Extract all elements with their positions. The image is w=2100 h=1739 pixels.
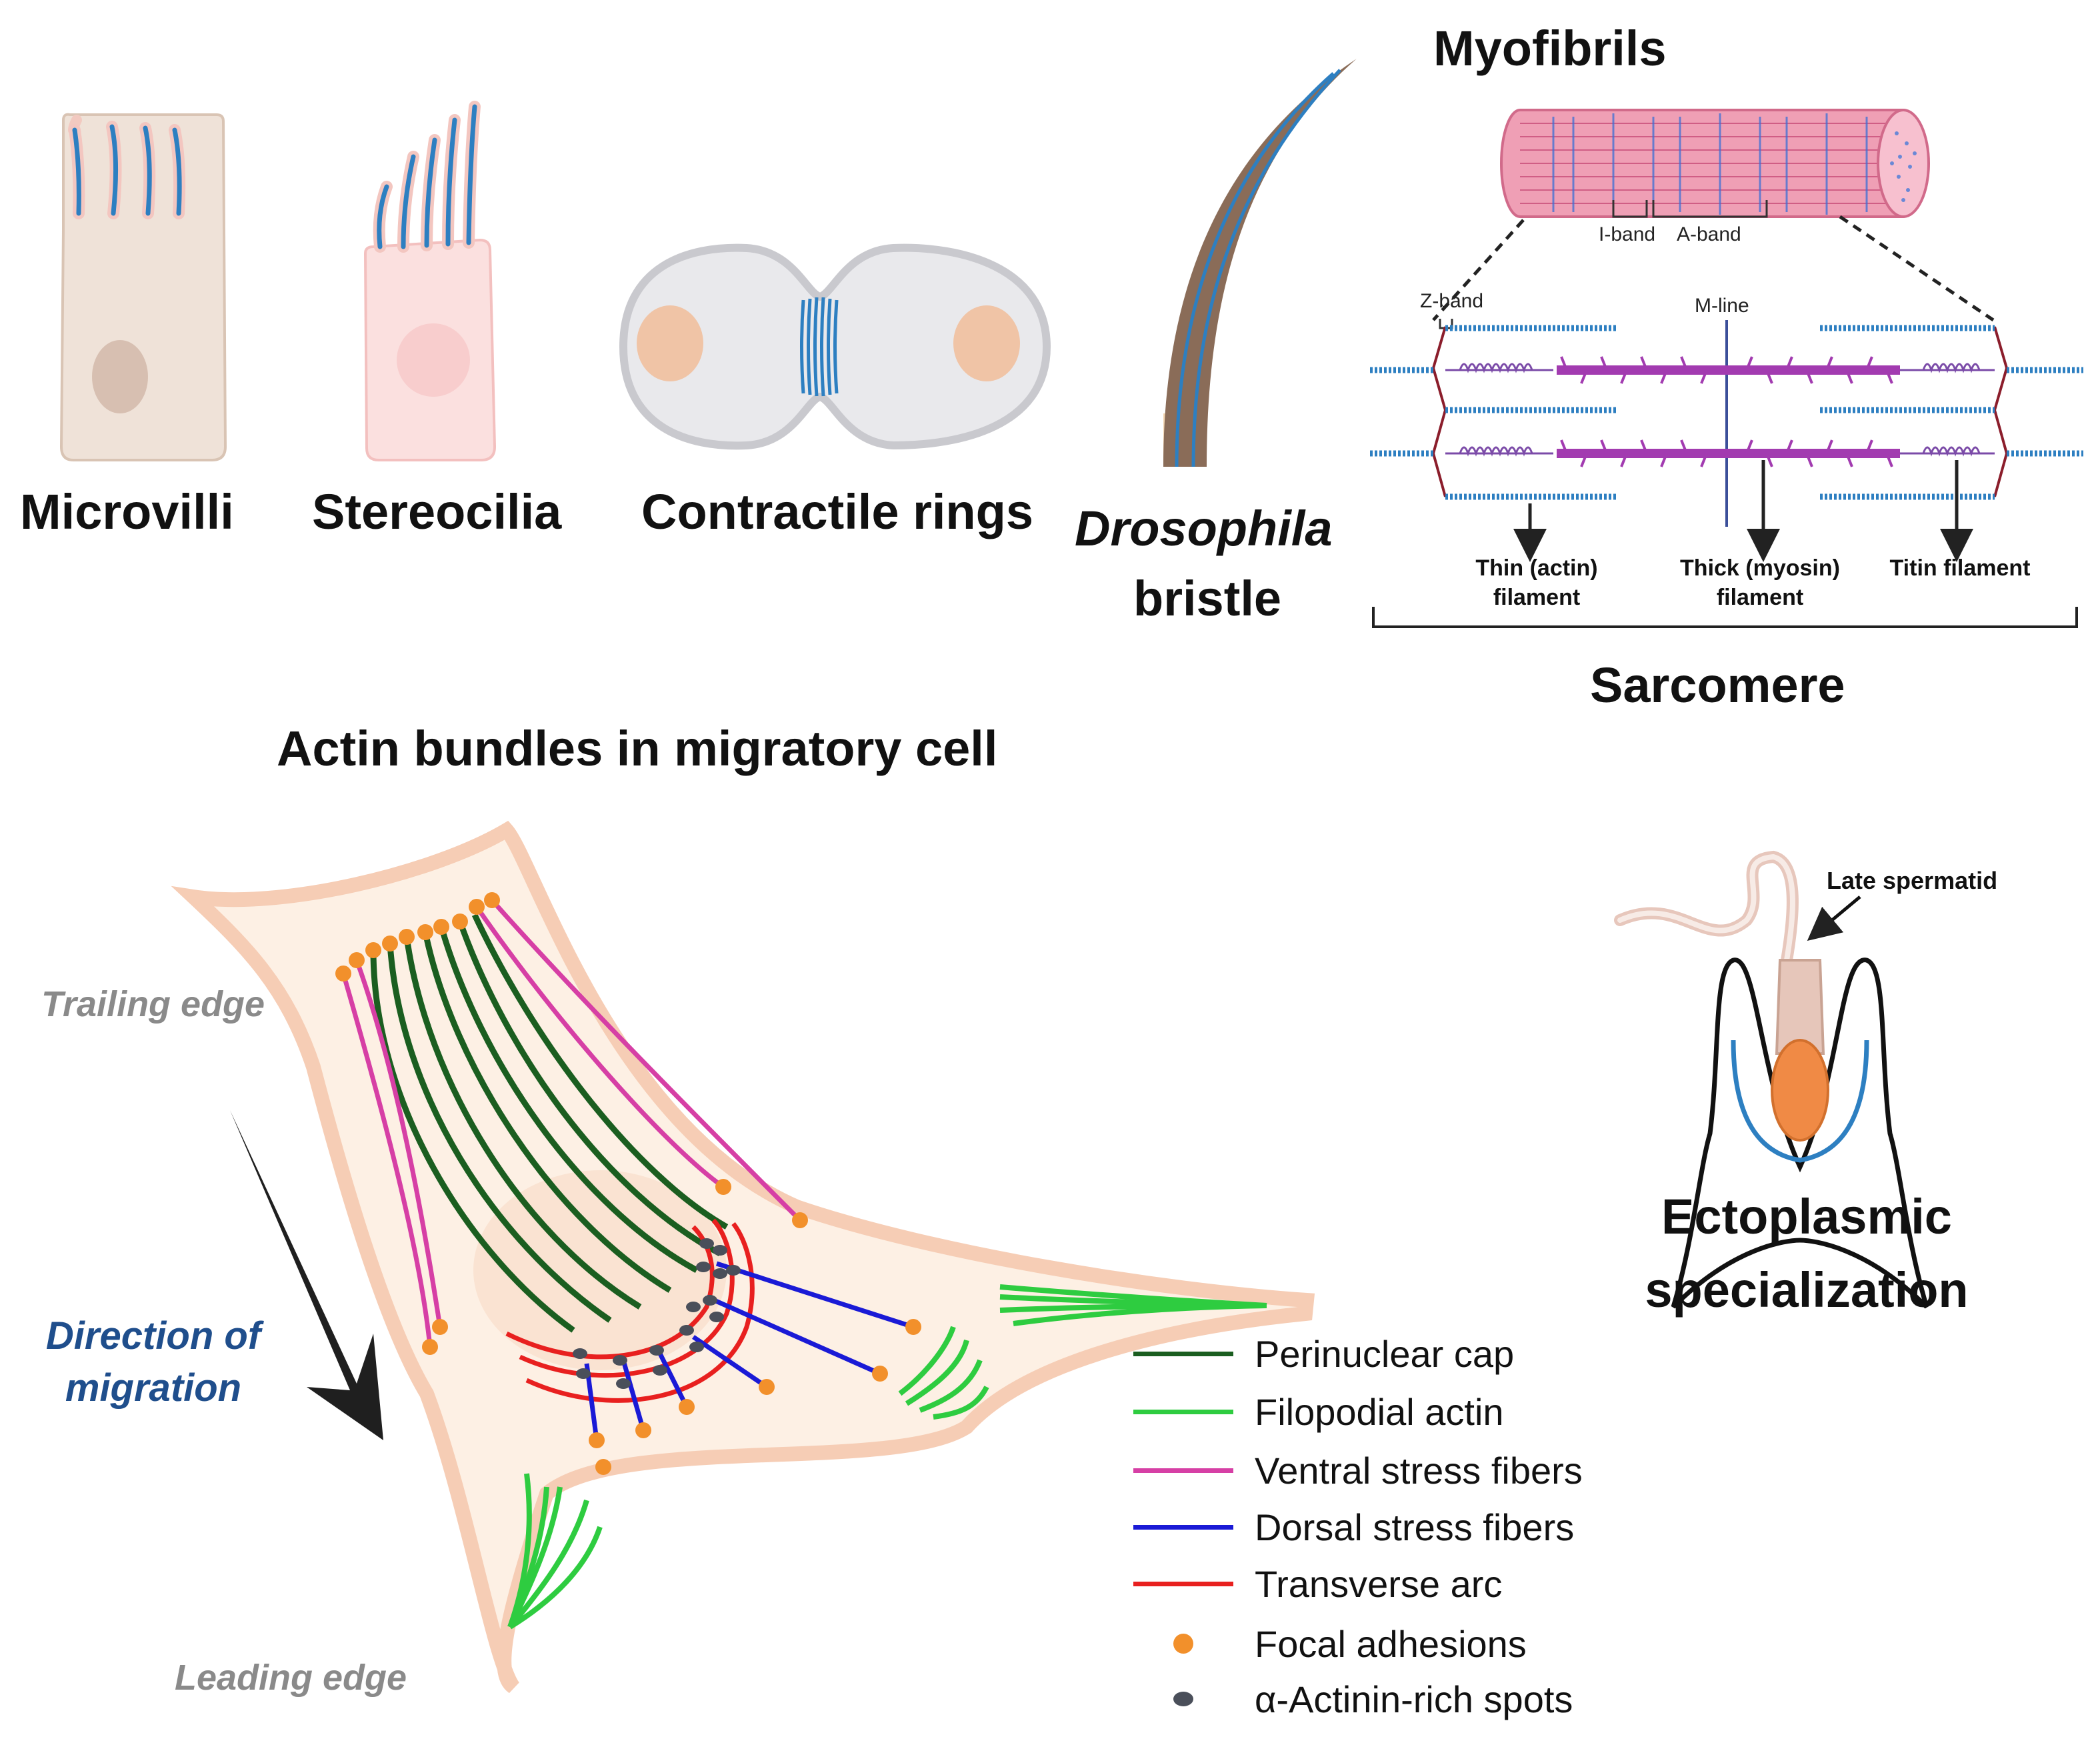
label-i-band: I-band <box>1599 223 1656 245</box>
contractile-ring-actin <box>800 297 839 397</box>
daughter-nucleus-right <box>953 305 1020 381</box>
label-z-band: Z-band <box>1420 290 1484 312</box>
label-myofibrils: Myofibrils <box>1433 21 1667 76</box>
legend-label-perinuclear-cap: Perinuclear cap <box>1255 1332 1515 1375</box>
label-contractile-rings: Contractile rings <box>641 484 1033 539</box>
legend-label-transverse-arc: Transverse arc <box>1255 1562 1503 1605</box>
label-bristle: bristle <box>1133 571 1282 626</box>
legend-label-alpha-actinin-spots: α-Actinin-rich spots <box>1255 1678 1573 1720</box>
legend-item-focal-adhesions: Focal adhesions <box>1133 1617 1527 1670</box>
label-ecto-line1: Ectoplasmic <box>1661 1189 1952 1244</box>
sarcomere-diagram <box>1370 319 2083 628</box>
alpha-actinin-spots <box>573 1238 741 1389</box>
legend-marker-focal-adhesions <box>1173 1634 1193 1654</box>
focal-adhesions <box>335 892 921 1475</box>
microvilli-nucleus <box>92 340 148 413</box>
drosophila-bristle <box>1163 59 1357 467</box>
label-sarcomere: Sarcomere <box>1590 657 1845 713</box>
section-title-migratory: Actin bundles in migratory cell <box>277 721 998 776</box>
label-m-line: M-line <box>1695 295 1749 317</box>
direction-arrow <box>230 1110 383 1440</box>
legend-label-filopodial-actin: Filopodial actin <box>1255 1390 1504 1433</box>
label-thick-filament-text: Thick (myosin) filament <box>1680 555 1840 610</box>
legend-item-ventral-stress-fibers: Ventral stress fibers <box>1133 1444 1583 1497</box>
ectoplasmic-specialization <box>1614 850 1929 1309</box>
legend-item-transverse-arc: Transverse arc <box>1133 1557 1502 1610</box>
label-thick-filament: Thick (myosin) filament <box>1660 553 1860 612</box>
legend-label-dorsal-stress-fibers: Dorsal stress fibers <box>1255 1506 1575 1548</box>
label-direction-of-migration: Direction of migration <box>33 1310 273 1414</box>
stereocilia-cell <box>363 101 497 461</box>
daughter-nucleus-left <box>637 305 703 381</box>
label-late-spermatid: Late spermatid <box>1827 867 1998 894</box>
legend-item-dorsal-stress-fibers: Dorsal stress fibers <box>1133 1500 1574 1554</box>
stereocilia-nucleus <box>397 323 470 397</box>
label-titin-filament: Titin filament <box>1889 555 2031 581</box>
legend-swatch-transverse-arc <box>1133 1581 1233 1586</box>
label-microvilli: Microvilli <box>20 484 234 539</box>
myofibril <box>1432 109 1995 322</box>
dividing-cell <box>619 243 1051 450</box>
stereocilia-actin <box>373 101 481 253</box>
label-ecto-line2: specialization <box>1645 1262 1969 1318</box>
filopodial-actin <box>507 1284 1267 1630</box>
label-stereocilia: Stereocilia <box>312 484 562 539</box>
legend-swatch-ventral-stress-fibers <box>1133 1468 1233 1473</box>
label-leading-edge: Leading edge <box>175 1658 407 1698</box>
legend-swatch-dorsal-stress-fibers <box>1133 1524 1233 1530</box>
microvilli-cell <box>59 113 227 461</box>
legend-label-focal-adhesions: Focal adhesions <box>1255 1622 1527 1665</box>
legend-label-ventral-stress-fibers: Ventral stress fibers <box>1255 1449 1583 1492</box>
label-thin-filament-text: Thin (actin) filament <box>1475 555 1598 610</box>
label-drosophila: Drosophila <box>1075 501 1333 556</box>
legend-item-filopodial-actin: Filopodial actin <box>1133 1385 1504 1438</box>
label-direction-line2: migration <box>65 1366 242 1410</box>
label-trailing-edge: Trailing edge <box>41 984 265 1024</box>
perinuclear-cap-fibers <box>370 914 729 1333</box>
legend-swatch-perinuclear-cap <box>1133 1351 1233 1356</box>
ventral-stress-fibers <box>341 898 802 1348</box>
legend-item-perinuclear-cap: Perinuclear cap <box>1133 1327 1514 1380</box>
legend-item-alpha-actinin-spots: α-Actinin-rich spots <box>1133 1672 1573 1726</box>
label-direction-line1: Direction of <box>45 1314 261 1358</box>
label-a-band: A-band <box>1677 223 1741 245</box>
microvilli-actin <box>69 121 186 219</box>
label-ectoplasmic-specialization: Ectoplasmic specialization <box>1620 1180 1993 1327</box>
legend-marker-alpha-actinin-spots <box>1173 1692 1193 1706</box>
label-thin-filament: Thin (actin) filament <box>1463 553 1610 612</box>
legend-swatch-filopodial-actin <box>1133 1409 1233 1414</box>
